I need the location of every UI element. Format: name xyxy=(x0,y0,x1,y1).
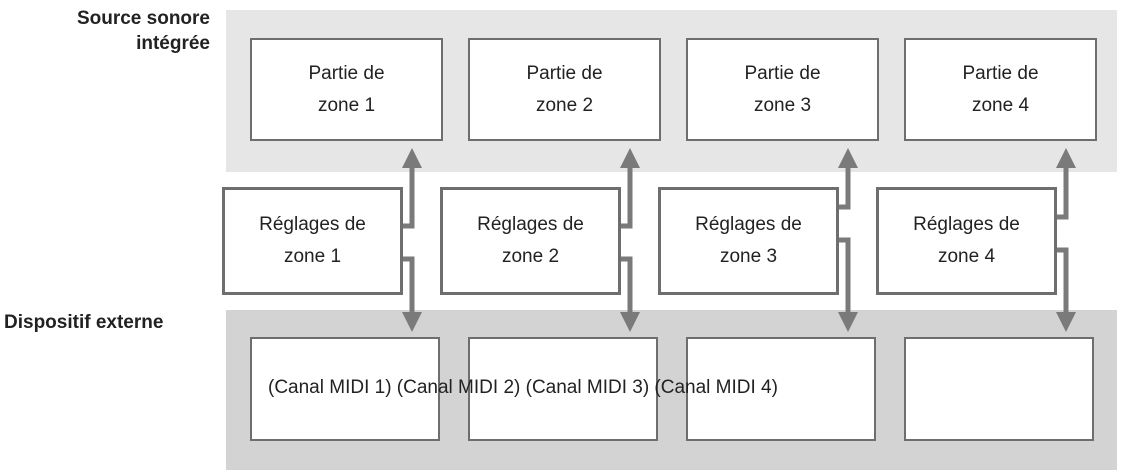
part-box-2: Partie de zone 2 xyxy=(468,38,661,141)
zone-label-line1: Réglages de xyxy=(913,214,1020,235)
part-label-line1: Partie de xyxy=(526,62,603,84)
arrow-to-part-3 xyxy=(836,148,858,210)
arrow-to-part-2 xyxy=(618,148,640,229)
external-box-3 xyxy=(686,337,876,441)
zone-settings-box-3: Réglages de zone 3 xyxy=(658,187,839,295)
part-label-line2: zone 4 xyxy=(971,94,1030,116)
zone-label-line2: zone 4 xyxy=(937,246,996,267)
midi-channel-labels: (Canal MIDI 1) (Canal MIDI 2) (Canal MID… xyxy=(268,377,778,398)
zone-label-line2: zone 3 xyxy=(719,246,778,267)
external-box-1 xyxy=(250,337,440,441)
zone-label-line1: Réglages de xyxy=(259,214,366,235)
zone-label-line1: Réglages de xyxy=(695,214,802,235)
external-device-label: Dispositif externe xyxy=(4,312,164,333)
arrow-to-part-4 xyxy=(1054,148,1076,220)
zone-label-line2: zone 1 xyxy=(283,246,342,267)
part-label-line2: zone 1 xyxy=(317,94,376,116)
part-label-line1: Partie de xyxy=(308,62,385,84)
zone-settings-box-1: Réglages de zone 1 xyxy=(222,187,403,295)
zone-label-line1: Réglages de xyxy=(477,214,584,235)
arrow-to-external-1 xyxy=(400,256,422,332)
part-label-line2: zone 2 xyxy=(535,94,594,116)
internal-sound-label: Source sonore intégrée xyxy=(76,8,210,54)
arrow-to-external-3 xyxy=(836,237,858,332)
part-box-3: Partie de zone 3 xyxy=(686,38,879,141)
external-box-4 xyxy=(904,337,1094,441)
part-label-line1: Partie de xyxy=(744,62,821,84)
arrow-to-part-1 xyxy=(400,148,422,229)
part-label-line2: zone 3 xyxy=(753,94,812,116)
arrow-to-external-4 xyxy=(1054,247,1076,332)
external-box-2 xyxy=(468,337,658,441)
part-label-line1: Partie de xyxy=(962,62,1039,84)
zone-settings-box-2: Réglages de zone 2 xyxy=(440,187,621,295)
zone-settings-box-4: Réglages de zone 4 xyxy=(876,187,1057,295)
arrow-to-external-2 xyxy=(618,256,640,332)
part-box-4: Partie de zone 4 xyxy=(904,38,1097,141)
part-box-1: Partie de zone 1 xyxy=(250,38,443,141)
zone-label-line2: zone 2 xyxy=(501,246,560,267)
